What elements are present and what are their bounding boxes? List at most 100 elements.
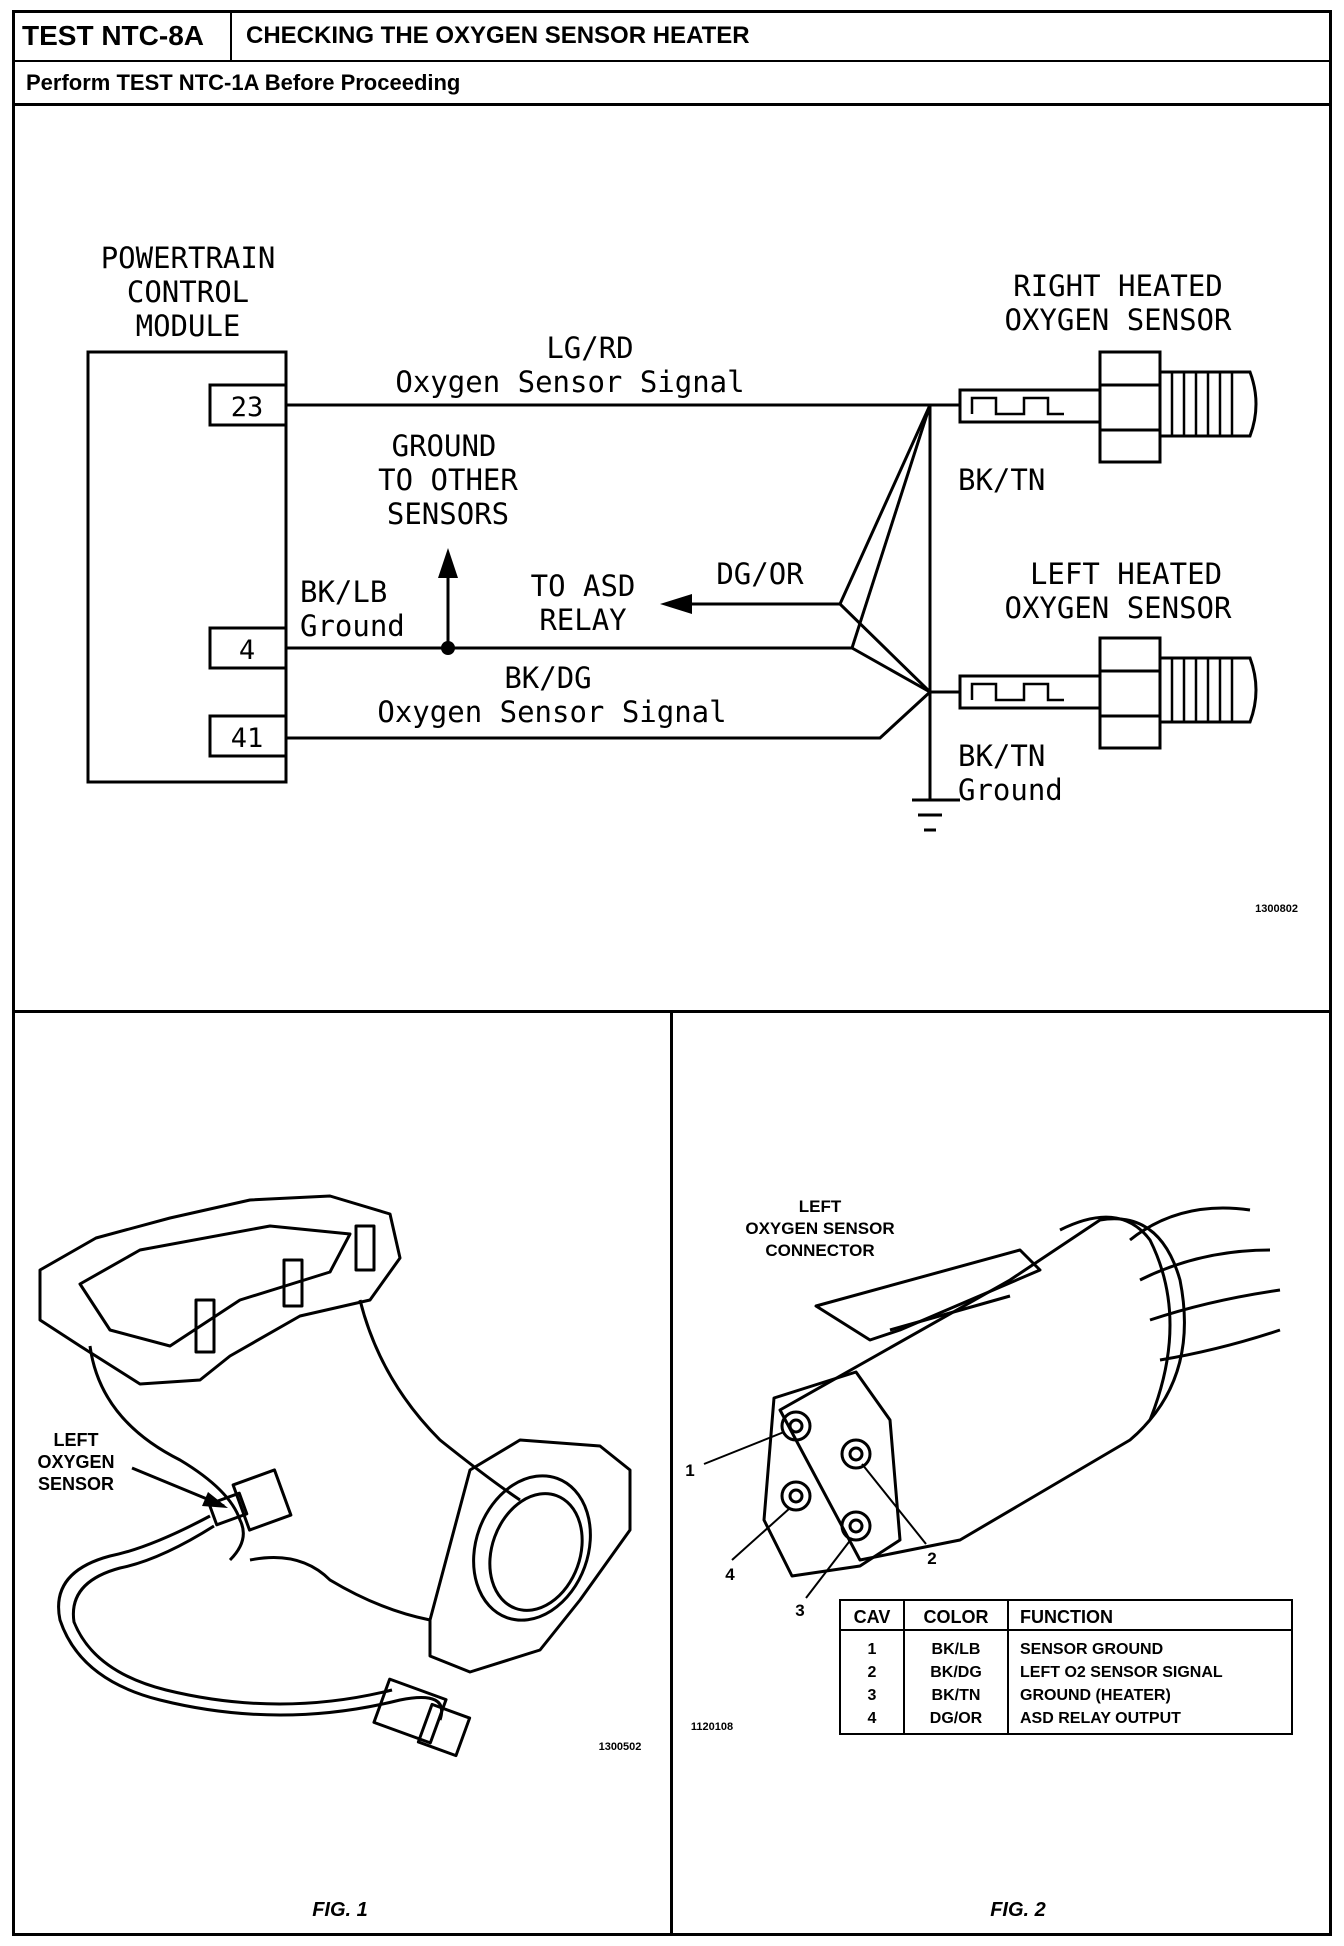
right-sensor-label-2: OXYGEN SENSOR xyxy=(1005,303,1233,337)
table-cell-color: DG/OR xyxy=(930,1710,983,1727)
connector-wire xyxy=(1159,1328,1281,1362)
connector-wire xyxy=(1139,1248,1271,1282)
table-header-cav: CAV xyxy=(854,1607,891,1627)
ground-note-2: TO OTHER xyxy=(378,463,518,497)
fig2-label-2: OXYGEN SENSOR xyxy=(745,1219,894,1238)
table-cell-function: SENSOR GROUND xyxy=(1020,1641,1163,1658)
cavity-1-pin xyxy=(788,1418,804,1434)
prerequisite-note: Perform TEST NTC-1A Before Proceeding xyxy=(12,62,1332,106)
cavity-1-icon xyxy=(780,1410,812,1442)
fig2-connector-drawing xyxy=(703,1206,1281,1599)
callout-3-leader xyxy=(805,1537,853,1599)
pcm-box xyxy=(86,350,288,784)
table-cell-cav: 2 xyxy=(868,1664,877,1681)
test-title: CHECKING THE OXYGEN SENSOR HEATER xyxy=(246,22,750,49)
left-sensor-thread xyxy=(1158,656,1258,724)
wire-41 xyxy=(286,690,932,740)
leader-arrow-icon xyxy=(202,1492,228,1508)
table-cell-color: BK/LB xyxy=(932,1641,981,1658)
left-sensor-hex xyxy=(1098,636,1162,750)
wire-41-color: BK/DG xyxy=(504,661,591,695)
callout-4-leader xyxy=(731,1507,791,1561)
connector-wire xyxy=(1149,1288,1281,1322)
connector-latch xyxy=(814,1248,1042,1342)
left-sensor-ground: Ground xyxy=(958,773,1063,807)
wire-23-function: Oxygen Sensor Signal xyxy=(395,365,744,399)
asd-label-2: RELAY xyxy=(539,603,626,637)
table-cell-function: LEFT O2 SENSOR SIGNAL xyxy=(1020,1664,1223,1681)
pipe-upper-edge xyxy=(88,1345,245,1562)
flange-opening xyxy=(78,1224,352,1348)
connector-seal xyxy=(1059,1215,1172,1421)
fig1-caption: FIG. 1 xyxy=(312,1899,368,1921)
fig1-sensor-label-3: SENSOR xyxy=(38,1474,114,1494)
connector-face xyxy=(762,1370,902,1578)
ground-to-right xyxy=(850,404,932,649)
fig2-caption: FIG. 2 xyxy=(990,1899,1046,1921)
manifold-flange xyxy=(38,1194,402,1386)
table-cell-cav: 3 xyxy=(868,1687,877,1704)
table-cell-cav: 4 xyxy=(868,1710,877,1727)
stud-icon xyxy=(354,1224,376,1272)
stud-icon xyxy=(282,1258,304,1308)
cavity-4-pin xyxy=(788,1488,804,1504)
wire-23-color: LG/RD xyxy=(546,331,633,365)
callout-3: 3 xyxy=(795,1601,804,1620)
right-heater-element-icon xyxy=(970,396,1064,416)
callout-2: 2 xyxy=(927,1549,936,1568)
outlet-flange xyxy=(428,1438,632,1674)
sensor-wire xyxy=(57,1514,443,1721)
table-cell-function: GROUND (HEATER) xyxy=(1020,1687,1171,1704)
cavity-4-icon xyxy=(780,1480,812,1512)
right-sensor-thread xyxy=(1158,370,1258,438)
ground-arrow-icon xyxy=(438,548,458,578)
test-id: TEST NTC-8A xyxy=(12,10,232,62)
asd-wire-color: DG/OR xyxy=(716,557,804,591)
asd-label-1: TO ASD xyxy=(531,569,636,603)
pinout-table: CAV COLOR FUNCTION 1 BK/LB SENSOR GROUND… xyxy=(839,1599,1293,1735)
left-sensor-label-2: OXYGEN SENSOR xyxy=(1005,591,1233,625)
outlet-inner xyxy=(488,1492,584,1612)
table-header-color: COLOR xyxy=(924,1607,989,1627)
pin-41-label: 41 xyxy=(231,723,264,754)
fig2-figure-number: 1120108 xyxy=(691,1721,733,1733)
latch-slot xyxy=(889,1294,1011,1332)
fig1-sensor-label-1: LEFT xyxy=(54,1430,99,1450)
fig2-label-3: CONNECTOR xyxy=(765,1241,874,1260)
ground-note-3: SENSORS xyxy=(387,497,509,531)
splice-dot xyxy=(441,641,455,655)
right-sensor-label-1: RIGHT HEATED xyxy=(1013,269,1223,303)
asd-to-right xyxy=(838,404,932,605)
table-header-function: FUNCTION xyxy=(1020,1607,1113,1627)
header-row xyxy=(12,10,1332,62)
pcm-label-3: MODULE xyxy=(136,309,241,343)
callout-4: 4 xyxy=(725,1565,735,1584)
table-frame xyxy=(839,1599,1293,1735)
cavity-3-icon xyxy=(840,1510,872,1542)
right-sensor-hex xyxy=(1098,350,1162,464)
fig2-label-1: LEFT xyxy=(799,1197,842,1216)
schematic-figure-number: 1300802 xyxy=(1255,903,1298,915)
cavity-3-pin xyxy=(848,1518,864,1534)
table-cell-cav: 1 xyxy=(868,1641,877,1658)
oxygen-sensor-body xyxy=(207,1491,249,1527)
wire-4-to-left xyxy=(851,646,931,694)
callout-1: 1 xyxy=(685,1461,694,1480)
callout-1-leader xyxy=(703,1431,785,1465)
pcm-label-2: CONTROL xyxy=(127,275,249,309)
sensor-wire-2 xyxy=(71,1524,393,1706)
wire-4-color: BK/LB xyxy=(300,575,387,609)
oxygen-sensor-hex xyxy=(231,1468,293,1532)
connector-body xyxy=(778,1217,1186,1562)
fig1-figure-number: 1300502 xyxy=(599,1741,642,1753)
pin-41-box xyxy=(208,714,288,758)
table-cell-function: ASD RELAY OUTPUT xyxy=(1020,1710,1181,1727)
fig1-exhaust-manifold-drawing xyxy=(38,1194,632,1758)
right-sensor-body xyxy=(958,388,1102,424)
outlet-opening xyxy=(472,1474,592,1622)
pipe-lower-edge xyxy=(249,1556,431,1622)
left-sensor-wire: BK/TN xyxy=(958,739,1045,773)
stud-icon xyxy=(194,1298,216,1354)
pipe-right-edge xyxy=(358,1299,521,1502)
callout-2-leader xyxy=(861,1463,927,1545)
